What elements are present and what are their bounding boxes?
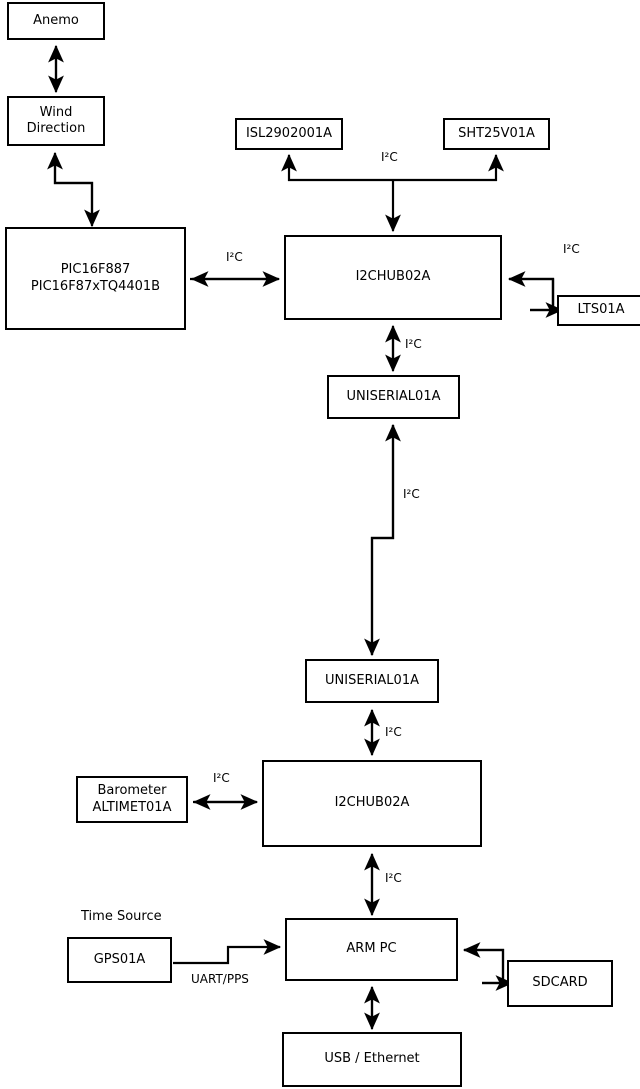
node-sdcard[interactable]: SDCARD xyxy=(507,960,613,1007)
node-usb-ethernet[interactable]: USB / Ethernet xyxy=(282,1032,462,1087)
node-barometer[interactable]: Barometer ALTIMET01A xyxy=(76,776,188,823)
edge-label-i2c-hub-lts: I²C xyxy=(563,242,580,256)
node-uniserial01a-lower-label: UNISERIAL01A xyxy=(325,672,419,688)
edge-label-i2c-uniserial-uniserial: I²C xyxy=(403,487,420,501)
connector-hubtop-lts xyxy=(507,271,564,318)
node-lts01a-label: LTS01A xyxy=(577,302,625,318)
node-i2chub02a-bottom[interactable]: I2CHUB02A xyxy=(262,760,482,847)
node-isl2902001a[interactable]: ISL2902001A xyxy=(235,118,343,150)
connector-uniserial-uniserial xyxy=(364,423,401,657)
node-barometer-label: Barometer ALTIMET01A xyxy=(92,783,172,815)
node-uniserial01a-upper[interactable]: UNISERIAL01A xyxy=(327,375,460,419)
node-lts01a[interactable]: LTS01A xyxy=(557,295,640,326)
node-uniserial01a-upper-label: UNISERIAL01A xyxy=(346,388,441,404)
edge-label-i2c-barometer-hub2: I²C xyxy=(213,771,230,785)
edge-label-i2c-top-bus: I²C xyxy=(381,150,398,164)
node-pic-mcu[interactable]: PIC16F887 PIC16F87xTQ4401B xyxy=(5,227,186,330)
edge-label-uart-pps: UART/PPS xyxy=(191,972,249,986)
node-i2chub02a-top-label: I2CHUB02A xyxy=(355,269,431,285)
label-time-source: Time Source xyxy=(81,909,162,924)
node-gps01a-label: GPS01A xyxy=(93,951,146,967)
node-gps01a[interactable]: GPS01A xyxy=(67,937,172,983)
node-arm-pc[interactable]: ARM PC xyxy=(285,918,458,981)
node-sdcard-label: SDCARD xyxy=(532,975,588,991)
node-isl2902001a-label: ISL2902001A xyxy=(245,125,333,141)
node-sht25v01a[interactable]: SHT25V01A xyxy=(443,118,550,150)
edge-label-i2c-uniserial-hub2: I²C xyxy=(385,725,402,739)
node-uniserial01a-lower[interactable]: UNISERIAL01A xyxy=(305,659,439,703)
connector-armpc-sdcard xyxy=(462,942,514,991)
connector-wind-pic xyxy=(47,151,100,228)
node-wind-direction-label: Wind Direction xyxy=(26,104,86,136)
edge-label-i2c-hub-uniserial: I²C xyxy=(405,337,422,351)
node-usb-ethernet-label: USB / Ethernet xyxy=(324,1051,420,1067)
node-sht25v01a-label: SHT25V01A xyxy=(458,125,535,141)
node-arm-pc-label: ARM PC xyxy=(346,941,397,957)
edge-label-i2c-pic-hub: I²C xyxy=(226,250,243,264)
node-anemo-label: Anemo xyxy=(33,12,79,28)
connector-hubtop-sensors-bus xyxy=(281,153,504,233)
node-i2chub02a-top[interactable]: I2CHUB02A xyxy=(284,235,502,320)
edge-label-i2c-hub2-armpc: I²C xyxy=(385,871,402,885)
node-pic-mcu-label: PIC16F887 PIC16F87xTQ4401B xyxy=(30,262,161,294)
node-i2chub02a-bottom-label: I2CHUB02A xyxy=(334,795,410,811)
connector-gps-armpc xyxy=(173,939,282,965)
node-anemo[interactable]: Anemo xyxy=(7,2,105,40)
node-wind-direction[interactable]: Wind Direction xyxy=(7,96,105,146)
